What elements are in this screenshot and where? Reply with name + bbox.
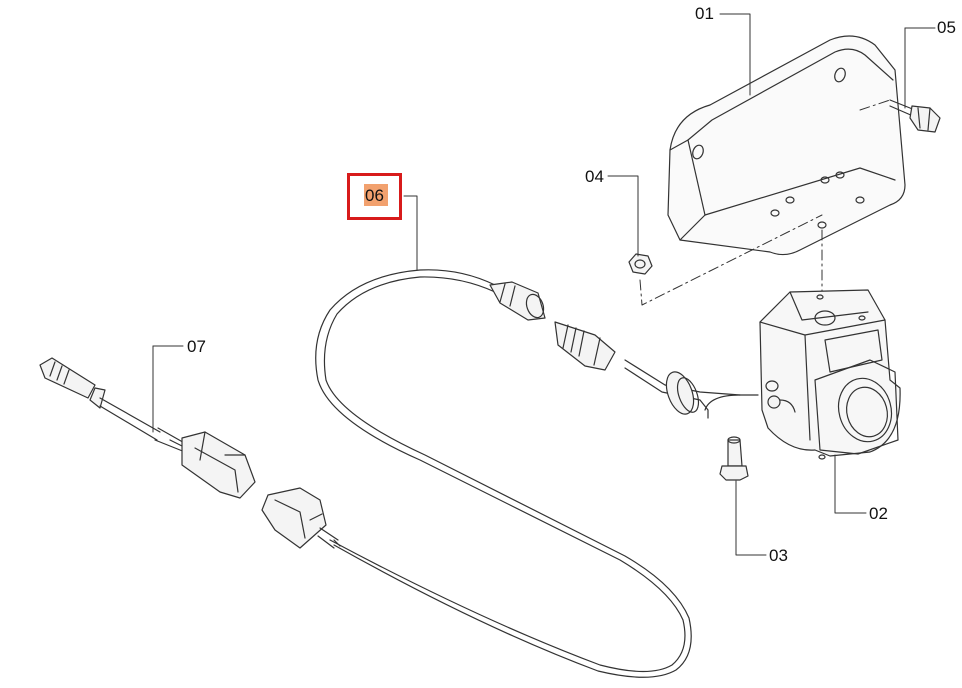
cable-part xyxy=(315,269,692,678)
screw-part xyxy=(719,436,749,481)
callout-05: 05 xyxy=(937,18,956,37)
bracket-part xyxy=(667,35,906,256)
bolt-part xyxy=(889,99,941,133)
adapter-harness-part xyxy=(39,357,341,549)
callout-07: 07 xyxy=(187,337,206,356)
nut-part xyxy=(628,253,653,275)
camera-part xyxy=(759,289,901,460)
leader-lines xyxy=(152,13,936,556)
callout-04: 04 xyxy=(585,167,604,186)
callout-02: 02 xyxy=(869,504,888,523)
callout-06: 06 xyxy=(365,186,384,205)
callout-03: 03 xyxy=(769,546,788,565)
highlight-fill xyxy=(364,184,388,206)
camera-cable xyxy=(554,321,759,419)
callout-01: 01 xyxy=(695,4,714,23)
highlight-box xyxy=(347,173,402,220)
